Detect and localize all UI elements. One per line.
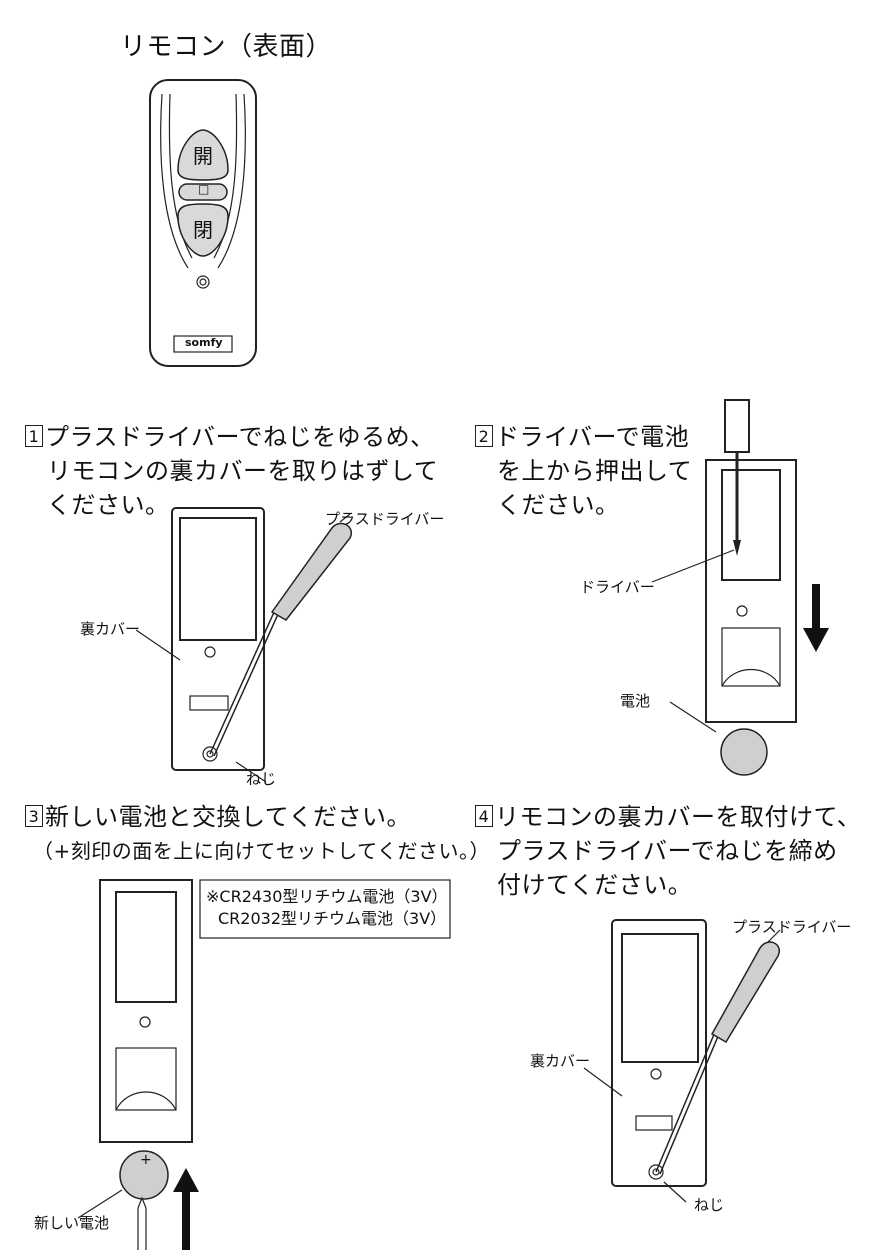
step-2-number: 2 [475,425,493,447]
driver-label: ドライバー [580,578,655,596]
plus-mark: + [140,1152,152,1168]
screw-label: ねじ [694,1196,725,1214]
screwdriver-label: プラスドライバー [325,510,445,528]
screwdriver-label: プラスドライバー [732,918,852,936]
back-cover-label: 裏カバー [80,620,141,638]
remote-front-illustration: 開 □ 閉 somfy [148,78,258,368]
close-button-label: 閉 [193,218,213,242]
stop-button-label: □ [198,182,210,196]
step-4-illustration: プラスドライバー 裏カバー ねじ [500,918,880,1250]
screw-label: ねじ [246,770,277,788]
open-button-label: 開 [193,144,213,168]
step-2-illustration: ドライバー 電池 [560,399,840,780]
battery-label: 電池 [620,692,651,710]
step-4-number: 4 [475,805,493,827]
brand-logo-text: somfy [185,336,223,349]
page-title: リモコン（表面） [120,32,333,62]
new-battery-label: 新しい電池 [34,1214,110,1232]
step-1-number: 1 [25,425,43,447]
step-3-illustration: + 新しい電池 ※CR2430型リチウム電池（3V） CR2032型リチウム電池… [30,879,451,1250]
battery-spec-note: ※CR2430型リチウム電池（3V） CR2032型リチウム電池（3V） [206,887,448,928]
back-cover-label: 裏カバー [530,1052,591,1070]
step-1-illustration: プラスドライバー 裏カバー ねじ [80,500,460,788]
step-3-number: 3 [25,805,43,827]
